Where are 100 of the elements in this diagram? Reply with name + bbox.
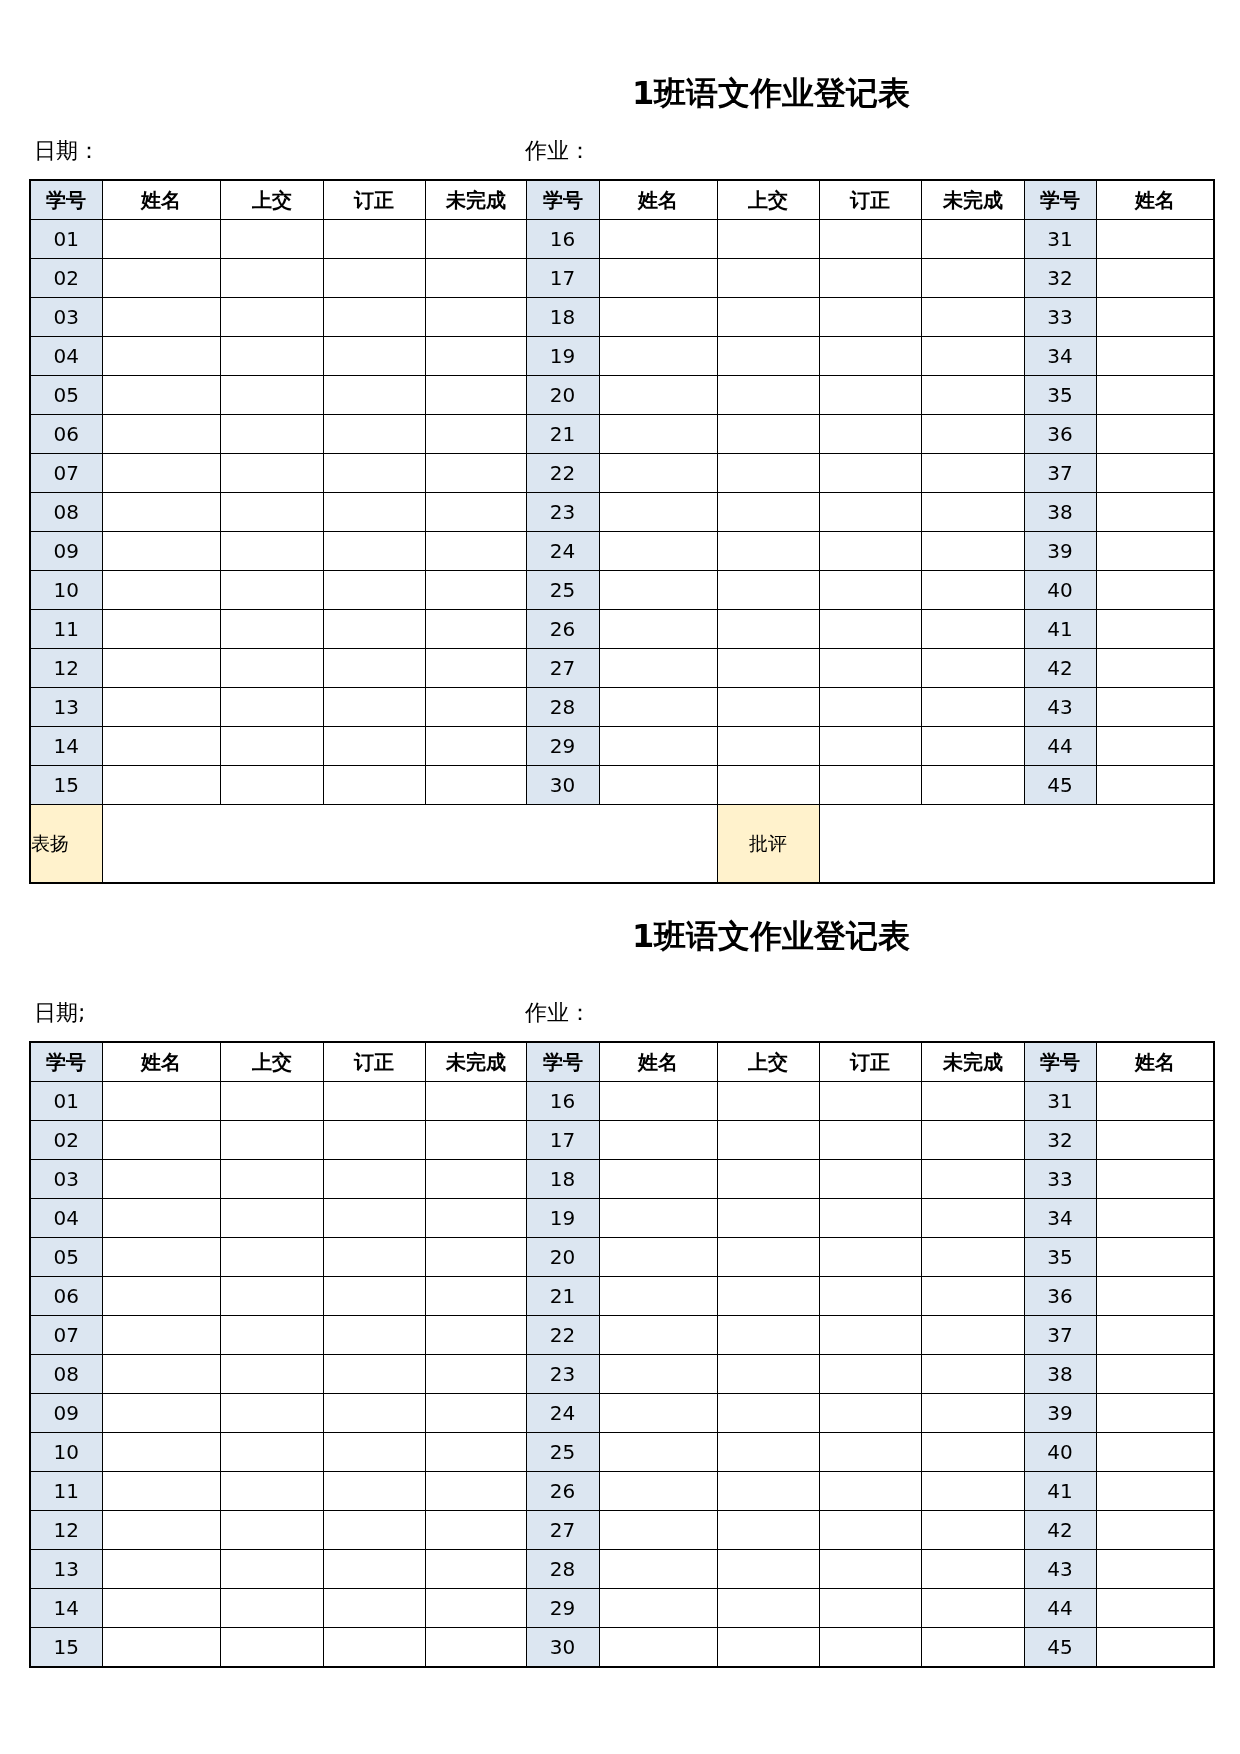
student-number-cell: 31 <box>1024 1081 1096 1121</box>
student-number-cell: 29 <box>526 1588 599 1628</box>
student-number-cell: 27 <box>526 1510 599 1550</box>
header-cell: 上交 <box>717 1042 819 1082</box>
student-number-cell: 18 <box>526 1159 599 1199</box>
student-number-cell: 28 <box>526 687 599 727</box>
date-label: 日期; <box>34 999 86 1027</box>
student-number-cell: 09 <box>30 531 102 571</box>
student-number-cell: 39 <box>1024 531 1096 571</box>
header-cell: 订正 <box>323 180 425 220</box>
student-number-cell: 15 <box>30 1627 102 1667</box>
student-number-cell: 25 <box>526 1432 599 1472</box>
student-number-cell: 12 <box>30 648 102 688</box>
student-number-cell: 33 <box>1024 297 1096 337</box>
student-number-cell: 03 <box>30 297 102 337</box>
header-cell: 学号 <box>1024 180 1096 220</box>
student-number-cell: 01 <box>30 1081 102 1121</box>
student-number-cell: 04 <box>30 1198 102 1238</box>
student-number-cell: 19 <box>526 1198 599 1238</box>
student-number-cell: 13 <box>30 687 102 727</box>
student-number-cell: 16 <box>526 219 599 259</box>
student-number-cell: 40 <box>1024 570 1096 610</box>
student-number-cell: 10 <box>30 1432 102 1472</box>
header-cell: 上交 <box>220 180 323 220</box>
student-number-cell: 45 <box>1024 765 1096 805</box>
student-number-cell: 30 <box>526 765 599 805</box>
student-number-cell: 20 <box>526 1237 599 1277</box>
header-cell: 上交 <box>717 180 819 220</box>
student-number-cell: 08 <box>30 1354 102 1394</box>
student-number-cell: 34 <box>1024 1198 1096 1238</box>
student-number-cell: 16 <box>526 1081 599 1121</box>
student-number-cell: 32 <box>1024 1120 1096 1160</box>
header-cell: 姓名 <box>599 1042 717 1082</box>
student-number-cell: 30 <box>526 1627 599 1667</box>
student-number-cell: 41 <box>1024 609 1096 649</box>
student-number-cell: 24 <box>526 531 599 571</box>
student-number-cell: 25 <box>526 570 599 610</box>
student-number-cell: 05 <box>30 375 102 415</box>
student-number-cell: 42 <box>1024 1510 1096 1550</box>
student-number-cell: 26 <box>526 609 599 649</box>
student-number-cell: 08 <box>30 492 102 532</box>
student-number-cell: 43 <box>1024 1549 1096 1589</box>
student-number-cell: 22 <box>526 453 599 493</box>
student-number-cell: 36 <box>1024 1276 1096 1316</box>
header-cell: 订正 <box>323 1042 425 1082</box>
header-cell: 上交 <box>220 1042 323 1082</box>
header-cell: 订正 <box>819 1042 921 1082</box>
student-number-cell: 31 <box>1024 219 1096 259</box>
assignment-label: 作业： <box>525 999 591 1027</box>
header-cell: 订正 <box>819 180 921 220</box>
student-number-cell: 35 <box>1024 1237 1096 1277</box>
student-number-cell: 41 <box>1024 1471 1096 1511</box>
student-number-cell: 26 <box>526 1471 599 1511</box>
header-cell: 未完成 <box>921 1042 1024 1082</box>
student-number-cell: 24 <box>526 1393 599 1433</box>
header-cell: 学号 <box>526 1042 599 1082</box>
student-number-cell: 23 <box>526 492 599 532</box>
student-number-cell: 13 <box>30 1549 102 1589</box>
table-title: 1班语文作业登记表 <box>632 916 911 957</box>
criticism-cell: 批评 <box>717 804 819 883</box>
date-label: 日期： <box>34 137 100 165</box>
student-number-cell: 05 <box>30 1237 102 1277</box>
student-number-cell: 43 <box>1024 687 1096 727</box>
header-cell: 未完成 <box>425 1042 526 1082</box>
student-number-cell: 21 <box>526 1276 599 1316</box>
header-cell: 学号 <box>30 180 102 220</box>
student-number-cell: 14 <box>30 1588 102 1628</box>
student-number-cell: 34 <box>1024 336 1096 376</box>
assignment-label: 作业： <box>525 137 591 165</box>
student-number-cell: 40 <box>1024 1432 1096 1472</box>
header-cell: 姓名 <box>102 180 220 220</box>
header-cell: 姓名 <box>599 180 717 220</box>
student-number-cell: 27 <box>526 648 599 688</box>
student-number-cell: 37 <box>1024 453 1096 493</box>
student-number-cell: 06 <box>30 414 102 454</box>
student-number-cell: 35 <box>1024 375 1096 415</box>
student-number-cell: 18 <box>526 297 599 337</box>
student-number-cell: 11 <box>30 609 102 649</box>
student-number-cell: 37 <box>1024 1315 1096 1355</box>
student-number-cell: 42 <box>1024 648 1096 688</box>
student-number-cell: 21 <box>526 414 599 454</box>
student-number-cell: 03 <box>30 1159 102 1199</box>
header-cell: 未完成 <box>921 180 1024 220</box>
student-number-cell: 45 <box>1024 1627 1096 1667</box>
student-number-cell: 11 <box>30 1471 102 1511</box>
student-number-cell: 28 <box>526 1549 599 1589</box>
student-number-cell: 07 <box>30 1315 102 1355</box>
student-number-cell: 14 <box>30 726 102 766</box>
header-cell: 学号 <box>526 180 599 220</box>
student-number-cell: 39 <box>1024 1393 1096 1433</box>
table-title: 1班语文作业登记表 <box>632 73 911 114</box>
student-number-cell: 22 <box>526 1315 599 1355</box>
student-number-cell: 12 <box>30 1510 102 1550</box>
student-number-cell: 15 <box>30 765 102 805</box>
student-number-cell: 44 <box>1024 726 1096 766</box>
student-number-cell: 38 <box>1024 492 1096 532</box>
student-number-cell: 02 <box>30 258 102 298</box>
student-number-cell: 29 <box>526 726 599 766</box>
student-number-cell: 10 <box>30 570 102 610</box>
header-cell: 学号 <box>30 1042 102 1082</box>
